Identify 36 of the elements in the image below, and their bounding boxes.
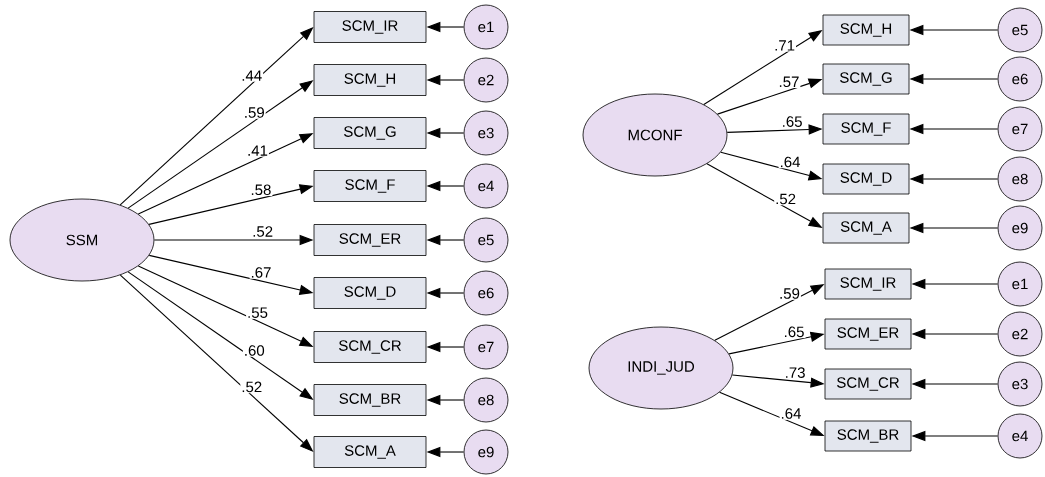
observed-variable-box: SCM_A <box>822 212 910 244</box>
edge-label: .58 <box>249 183 273 197</box>
observed-variable-box: SCM_A <box>313 436 427 468</box>
observed-variable-box: SCM_CR <box>824 368 912 400</box>
edge-label: .57 <box>777 75 801 89</box>
edge-label: .52 <box>774 192 798 206</box>
observed-variable-box: SCM_F <box>313 170 427 202</box>
edge-label: .59 <box>242 106 266 119</box>
edge-label: .64 <box>778 155 802 169</box>
observed-variable-box: SCM_D <box>822 163 910 195</box>
edge-label: .65 <box>780 115 804 128</box>
edge-label: .71 <box>773 39 796 52</box>
observed-variable-box: SCM_ER <box>313 224 427 256</box>
edge-label: .59 <box>778 287 801 300</box>
observed-variable-box: SCM_G <box>822 63 910 95</box>
edge-label: .73 <box>783 366 807 379</box>
edge-label: .41 <box>246 144 269 157</box>
observed-variable-box: SCM_ER <box>824 318 912 350</box>
observed-variable-box: SCM_D <box>313 277 427 309</box>
observed-variable-box: SCM_G <box>313 117 427 149</box>
edge-label: .55 <box>246 306 269 319</box>
edge-label: .52 <box>240 380 264 394</box>
observed-variable-box: SCM_IR <box>824 268 912 300</box>
observed-variable-box: SCM_BR <box>313 384 427 416</box>
observed-variable-box: SCM_CR <box>313 331 427 363</box>
observed-variable-box: SCM_H <box>822 14 910 46</box>
edge-label: .67 <box>249 266 273 279</box>
edge-label: .60 <box>242 344 266 357</box>
edge-label: .52 <box>251 225 275 238</box>
observed-variable-box: SCM_IR <box>313 11 427 43</box>
observed-variable-box: SCM_F <box>822 113 910 145</box>
observed-variable-box: SCM_H <box>313 64 427 96</box>
edge-label: .65 <box>782 325 806 339</box>
edge-label: .64 <box>779 407 803 420</box>
edge-label: .44 <box>240 69 264 82</box>
observed-variable-box: SCM_BR <box>824 420 912 452</box>
